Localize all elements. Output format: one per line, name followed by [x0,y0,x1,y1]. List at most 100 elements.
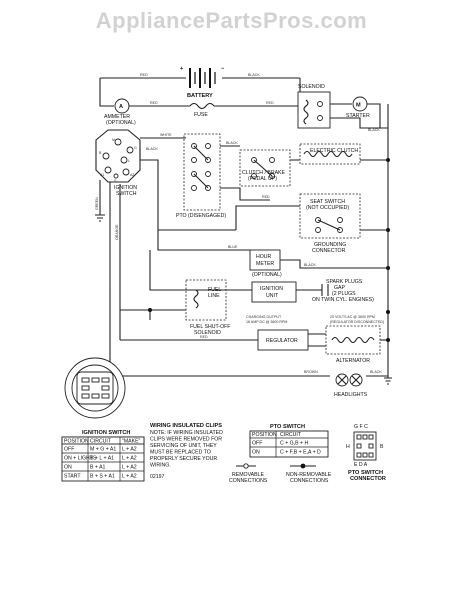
pto-table-cell: C + F,B + E,A + D [280,450,321,456]
grounding-connector: GROUNDING CONNECTOR [312,242,346,254]
clips-note-line: NOTE: IF WIRING INSULATED [150,430,223,436]
wire-label-red-3: RED [266,101,274,105]
ignition-table-cell: START [64,474,81,480]
ignition-table-cell: L + A2 [122,465,137,471]
spark-l2: GAP [334,285,345,291]
ign-pin-a1: A1 [100,173,104,177]
pto-table-cell: ON [252,450,260,456]
ignition-table-cell: B + A1 [90,465,106,471]
ignition-table-cell: L + A2 [122,456,137,462]
headlights: HEADLIGHTS BROWN BLACK [109,290,388,398]
battery-minus: − [221,66,225,72]
ignition-table-cell: OFF [64,447,74,453]
ignition-label: IGNITION [114,185,137,191]
ign-pin-g: G [134,146,137,150]
battery-plus: + [180,66,184,72]
alternator: ALTERNATOR [325,325,388,364]
clutch-brake-switch: CLUTCH / BRAKE (PEDAL UP) [239,149,291,187]
wire-label-orange: ORANGE [115,224,119,240]
solenoid: SOLENOID [297,84,331,129]
pto-table-header: POSITION [252,432,277,438]
pto-conn-left: H [346,444,350,450]
clutch-label: CLUTCH / BRAKE [242,170,285,176]
wire-label-black-2: BLACK [368,128,380,132]
ign-pin-a2: A2 [130,173,134,177]
pto-label: PTO (DISENGAGED) [176,213,226,219]
ign-pin-m: M [112,138,115,142]
ammeter-symbol: A [119,104,123,110]
charging-note-2: 16 AMP DC @ 3600 RPM [246,320,287,324]
battery: + − BATTERY RED BLACK [100,66,300,99]
electric-clutch: ELECTRIC CLUTCH [299,143,388,165]
legend-removable-label: REMOVABLE [232,472,264,478]
ignition-switch-drawing [64,357,126,419]
ignition-unit: IGNITION UNIT [149,250,322,303]
ign-unit-label: IGNITION [260,286,283,292]
pto-table-header: CIRCUIT [280,432,302,438]
pto-table-cell: C + G,B + H [280,441,309,447]
electric-clutch-label: ELECTRIC CLUTCH [310,148,358,154]
ignition-table-header: POSITION [64,439,89,445]
clips-note-line: PROPERLY SECURE YOUR [150,456,217,462]
ign-unit-label-2: UNIT [266,293,279,299]
starter: M STARTER BLACK [330,96,381,132]
ignition-table-cell: M + G + A1 [90,447,116,453]
legend-nonremovable-label: NON-REMOVABLE [286,472,332,478]
ign-pin-l: L [128,159,130,163]
seat-label: SEAT SWITCH [310,199,345,205]
ac-note-2: (REGULATOR DISCONNECTED) [330,320,384,324]
hour-label: HOUR [256,254,272,260]
clips-note-line: MUST BE REPLACED TO [150,450,211,456]
pto-conn-right: B [380,444,384,450]
hour-sub: (OPTIONAL) [252,272,282,278]
grounding-label: GROUNDING [314,242,346,248]
pto-conn-bottom: E D A [354,462,368,468]
spark-l4: ON TWIN CYL. ENGINES) [312,297,374,303]
wire-label-red-4: RED [262,195,270,199]
ammeter: A AMMETER (OPTIONAL) RED [99,78,190,126]
watermark: AppliancePartsPros.com [95,8,368,33]
wire-label-black-6: BLACK [370,370,382,374]
grounding-label-2: CONNECTOR [312,248,346,254]
ignition-table-cell: ON + LIGHTS [64,456,97,462]
legend-nonremovable: NON-REMOVABLE CONNECTIONS [286,463,332,484]
fuel-shutoff-solenoid: FUEL LINE FUEL SHUT-OFF SOLENOID [185,279,230,336]
regulator-label: REGULATOR [266,338,298,344]
ignition-table-cell: ON [64,465,72,471]
regulator: REGULATOR RED [120,329,326,351]
wire-label-black-4: BLACK [226,141,238,145]
wire-label-brown: BROWN [304,370,318,374]
fuel-line-label: FUEL [208,287,221,293]
ign-pin-s: S [114,179,117,183]
ignition-table-cell: B + L + A1 [90,456,114,462]
clips-code: 02197 [150,474,165,480]
hour-label-2: METER [256,261,274,267]
alternator-label: ALTERNATOR [336,358,370,364]
ignition-table-cell: L + A2 [122,447,137,453]
fuse-label: FUSE [194,112,208,118]
fuel-shutoff-label: FUEL SHUT-OFF [190,324,230,330]
battery-label: BATTERY [187,93,213,99]
wire-label-red: RED [140,73,148,77]
legend-removable: REMOVABLE CONNECTIONS [229,463,268,484]
pto-connector: G F C H B E D A PTO SWITCH CONNECTOR [346,424,386,482]
clips-note-line: SERVICING OF UNIT, THEY [150,443,217,449]
pto-conn-title: PTO SWITCH [348,470,383,476]
legend-nonremovable-label-2: CONNECTIONS [290,478,329,484]
clips-note: WIRING INSULATED CLIPS NOTE: IF WIRING I… [150,423,223,480]
fuel-shutoff-label-2: SOLENOID [194,330,221,336]
wire-label-black: BLACK [248,73,260,77]
wire-label-black-3: BLACK [146,147,158,151]
clips-note-line: CLIPS WERE REMOVED FOR [150,437,222,443]
clips-title: WIRING INSULATED CLIPS [150,423,222,429]
wire-label-red-5: RED [200,335,208,339]
ignition-table-cell: L + A2 [122,474,137,480]
starter-label: STARTER [346,113,370,119]
ammeter-label: AMMETER [104,114,130,120]
wire-label-red-2: RED [150,101,158,105]
ignition-switch: M G B L A1 A2 S IGNITION SWITCH [95,129,141,197]
ignition-table-header: CIRCUIT [90,439,112,445]
